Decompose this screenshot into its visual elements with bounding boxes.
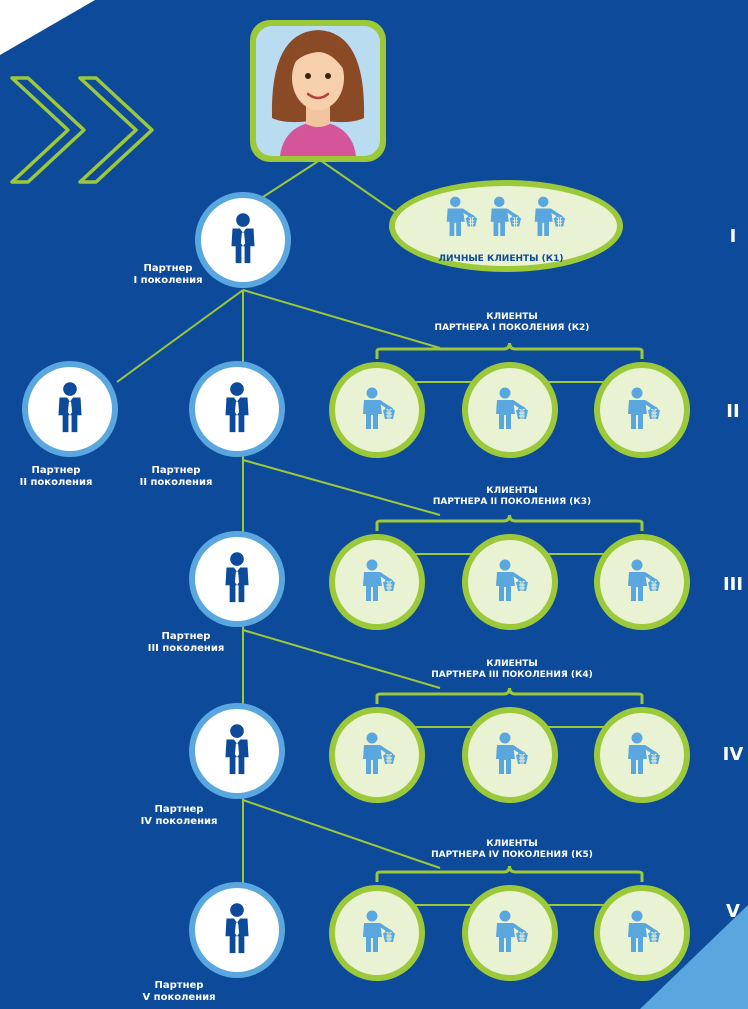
client-node-k5-1 [329, 885, 425, 981]
client-node-k4-3 [594, 707, 690, 803]
client-node-k4-1 [329, 707, 425, 803]
clients-bracket-3 [375, 514, 644, 531]
clients-bracket-2 [375, 342, 644, 359]
connector-p3-clients-k4 [242, 629, 441, 689]
woman-avatar-icon [271, 30, 365, 156]
partner-node-gen5 [189, 882, 285, 978]
partner-node-gen4 [189, 703, 285, 799]
connector-p1-p2a [116, 289, 244, 383]
client-node-k3-3 [594, 534, 690, 630]
personal-clients-label: ЛИЧНЫЕ КЛИЕНТЫ (К1) [438, 254, 564, 264]
level-label-5: V [726, 901, 740, 922]
client-node-k5-2 [462, 885, 558, 981]
client-node-k5-3 [594, 885, 690, 981]
connector-p4-clients-k5 [242, 799, 441, 869]
personal-clients-node [389, 180, 623, 272]
client-node-k3-1 [329, 534, 425, 630]
clients-bracket-4 [375, 687, 644, 704]
corner-decoration-accent [640, 905, 748, 1009]
partner-node-gen1 [195, 192, 291, 288]
nodes-layer [22, 20, 690, 981]
client-node-k2-3 [594, 362, 690, 458]
level-label-1: I [729, 226, 737, 247]
partner-node-gen2a [22, 361, 118, 457]
client-node-k2-2 [462, 362, 558, 458]
client-node-k2-1 [329, 362, 425, 458]
level-label-3: III [722, 574, 744, 595]
partner-node-gen3 [189, 531, 285, 627]
level-label-4: IV [722, 744, 744, 765]
client-node-k3-2 [462, 534, 558, 630]
client-node-k4-2 [462, 707, 558, 803]
clients-bracket-5 [375, 865, 644, 882]
partner-node-gen2b [189, 361, 285, 457]
root-partner-avatar [250, 20, 386, 162]
connector-p2b-clients-k3 [242, 459, 441, 516]
connector-root-personal-clients [319, 159, 396, 213]
chevrons-icon [10, 76, 154, 184]
connector-lines [116, 159, 644, 970]
level-label-2: II [726, 401, 740, 422]
connector-p1-clients-k2 [242, 289, 441, 349]
corner-decoration [0, 0, 95, 55]
